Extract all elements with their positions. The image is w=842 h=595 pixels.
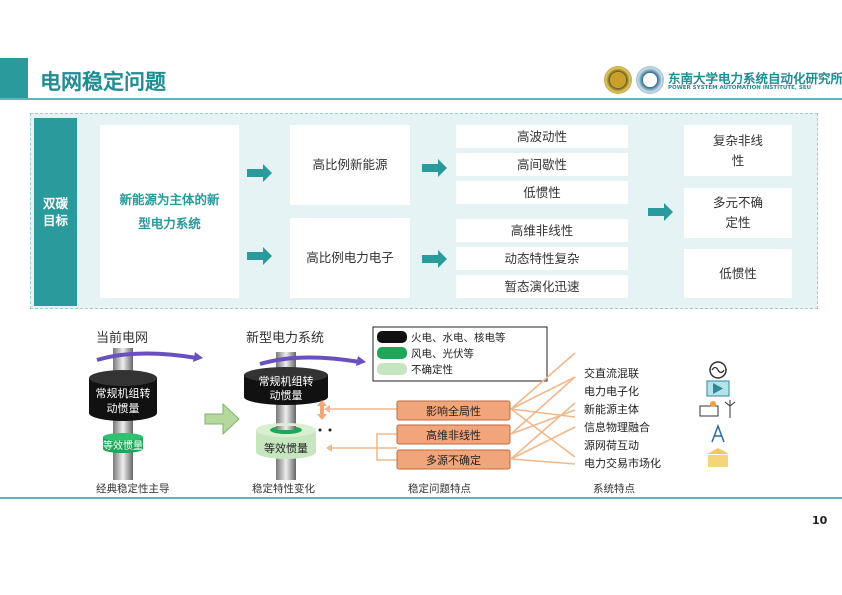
institute-logo [636, 66, 664, 94]
conventional-inertia-label: 常规机组转动惯量 [95, 387, 151, 415]
arrow-icon [422, 159, 447, 177]
feature-box: 暂态演化迅速 [456, 275, 628, 298]
footer-divider [0, 497, 842, 499]
result-box: 多元不确定性 [684, 188, 792, 238]
new-system-title: 新型电力系统 [246, 331, 325, 346]
equivalent-inertia-label: 等效惯量 [264, 442, 308, 455]
main-system-box: 新能源为主体的新型电力系统 [100, 125, 239, 298]
feature-box: 动态特性复杂 [456, 247, 628, 270]
legend-item: 风电、光伏等 [411, 348, 474, 360]
institute-name: 东南大学电力系统自动化研究所 [668, 71, 842, 86]
conventional-inertia-label: 常规机组转动惯量 [258, 375, 314, 402]
problem-box [396, 424, 511, 445]
result-box: 低惯性 [684, 249, 792, 298]
solar-wind-icon [699, 400, 736, 418]
double-arrow-icon [317, 400, 327, 420]
page-number: 10 [812, 514, 828, 527]
current-grid-title: 当前电网 [96, 331, 149, 346]
system-feature: 信息物理融合 [584, 421, 650, 434]
system-feature: 交直流混联 [584, 367, 639, 380]
caption: 稳定问题特点 [408, 483, 471, 495]
legend-item: 不确定性 [411, 364, 453, 376]
header-accent-block [0, 58, 28, 98]
system-feature: 源网荷互动 [584, 439, 639, 452]
system-feature: 新能源主体 [584, 403, 639, 416]
converter-icon [706, 380, 730, 397]
arrow-icon [648, 203, 673, 221]
problem-label: 高维非线性 [426, 429, 481, 442]
caption: 经典稳定性主导 [96, 483, 170, 495]
system-feature: 电力电子化 [584, 385, 639, 398]
legend-item: 火电、水电、核电等 [411, 332, 506, 344]
problem-label: 影响全局性 [426, 405, 481, 418]
transition-arrow-icon [204, 402, 240, 436]
system-feature: 电力交易市场化 [584, 457, 661, 470]
problem-label: 多源不确定 [426, 454, 481, 467]
feature-box: 低惯性 [456, 181, 628, 204]
conventional-disk [244, 375, 328, 405]
conventional-disk [89, 378, 157, 421]
caption: 稳定特性变化 [252, 483, 315, 495]
problem-box [396, 449, 511, 470]
goal-label: 双碳目标 [34, 118, 77, 306]
antenna-tower-icon [711, 423, 725, 443]
mid-box: 高比例电力电子 [290, 218, 410, 298]
rotation-arrow-icon [96, 351, 198, 362]
rotation-arrow-icon [259, 355, 361, 366]
market-building-icon [707, 448, 729, 467]
arrow-icon [247, 164, 272, 182]
equivalent-disk [103, 437, 143, 453]
caption: 系统特点 [593, 483, 635, 495]
header-divider [0, 98, 842, 100]
arrow-icon [422, 250, 447, 268]
uncertainty-disk [256, 430, 316, 459]
institute-name-en: POWER SYSTEM AUTOMATION INSTITUTE, SEU [668, 85, 812, 91]
mid-box: 高比例新能源 [290, 125, 410, 205]
page-title: 电网稳定问题 [40, 70, 166, 94]
feature-box: 高间歇性 [456, 153, 628, 176]
feature-box: 高波动性 [456, 125, 628, 148]
university-logo [604, 66, 632, 94]
ac-dc-icon [709, 361, 727, 379]
problem-box [396, 400, 511, 421]
arrow-icon [247, 247, 272, 265]
result-box: 复杂非线性 [684, 125, 792, 176]
feature-box: 高维非线性 [456, 219, 628, 242]
equivalent-inertia-label: 等效惯量 [103, 441, 143, 452]
